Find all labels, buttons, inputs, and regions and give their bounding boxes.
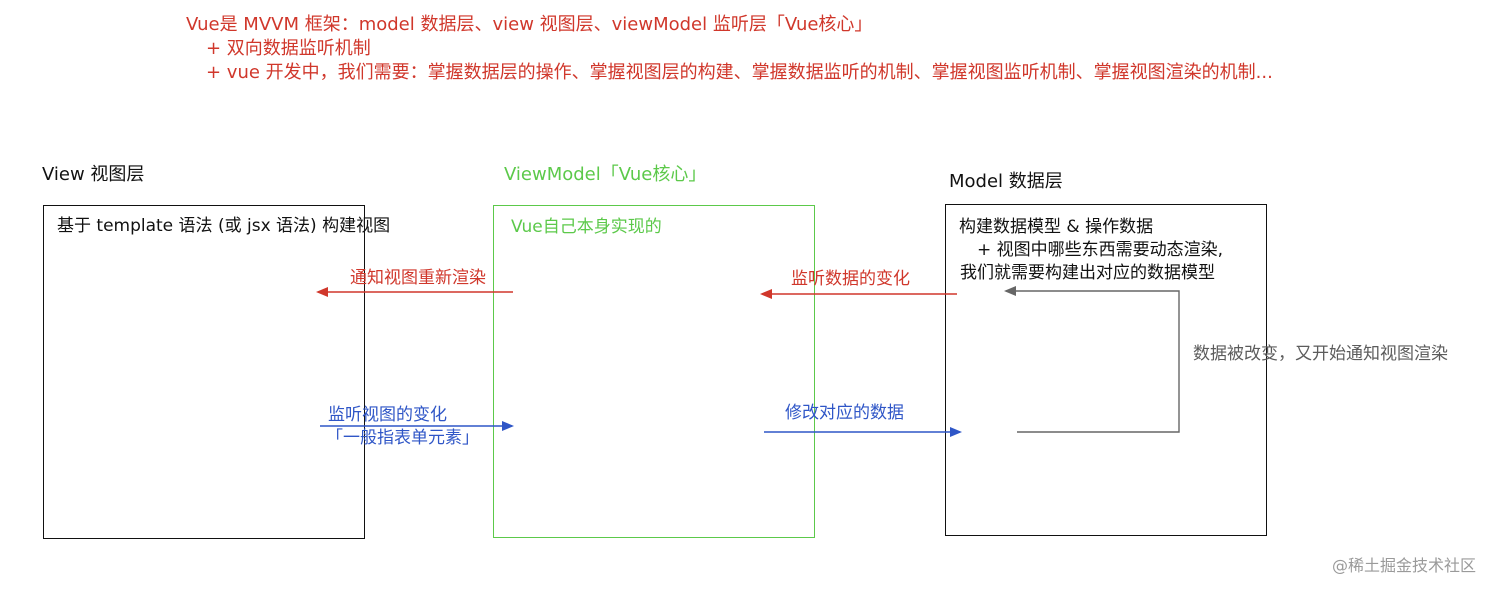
view-layer-content: 基于 template 语法 (或 jsx 语法) 构建视图 bbox=[57, 216, 391, 236]
data-changed-loop-arrow bbox=[1004, 286, 1180, 433]
header-line-2: + 双向数据监听机制 bbox=[206, 38, 371, 59]
model-content-line-2: + 视图中哪些东西需要动态渲染, bbox=[977, 240, 1224, 260]
modify-data-label: 修改对应的数据 bbox=[785, 403, 904, 423]
data-changed-label: 数据被改变，又开始通知视图渲染 bbox=[1193, 344, 1448, 364]
model-content-line-1: 构建数据模型 & 操作数据 bbox=[959, 217, 1154, 237]
form-elements-label: 「一般指表单元素」 bbox=[326, 428, 479, 448]
listen-data-label: 监听数据的变化 bbox=[791, 269, 910, 289]
viewmodel-layer-box bbox=[493, 205, 815, 538]
header-line-3: + vue 开发中，我们需要：掌握数据层的操作、掌握视图层的构建、掌握数据监听的… bbox=[206, 62, 1273, 83]
view-layer-box bbox=[43, 205, 365, 539]
viewmodel-layer-content: Vue自己本身实现的 bbox=[511, 217, 662, 237]
model-layer-box bbox=[945, 204, 1267, 536]
viewmodel-layer-title: ViewModel「Vue核心」 bbox=[504, 164, 707, 185]
notify-view-label: 通知视图重新渲染 bbox=[350, 268, 486, 288]
view-layer-title: View 视图层 bbox=[42, 164, 145, 185]
model-content-line-3: 我们就需要构建出对应的数据模型 bbox=[960, 263, 1215, 283]
header-line-1: Vue是 MVVM 框架：model 数据层、view 视图层、viewMode… bbox=[186, 14, 873, 35]
watermark: @稀土掘金技术社区 bbox=[1332, 556, 1477, 575]
listen-view-label: 监听视图的变化 bbox=[328, 405, 447, 425]
model-layer-title: Model 数据层 bbox=[949, 171, 1063, 192]
